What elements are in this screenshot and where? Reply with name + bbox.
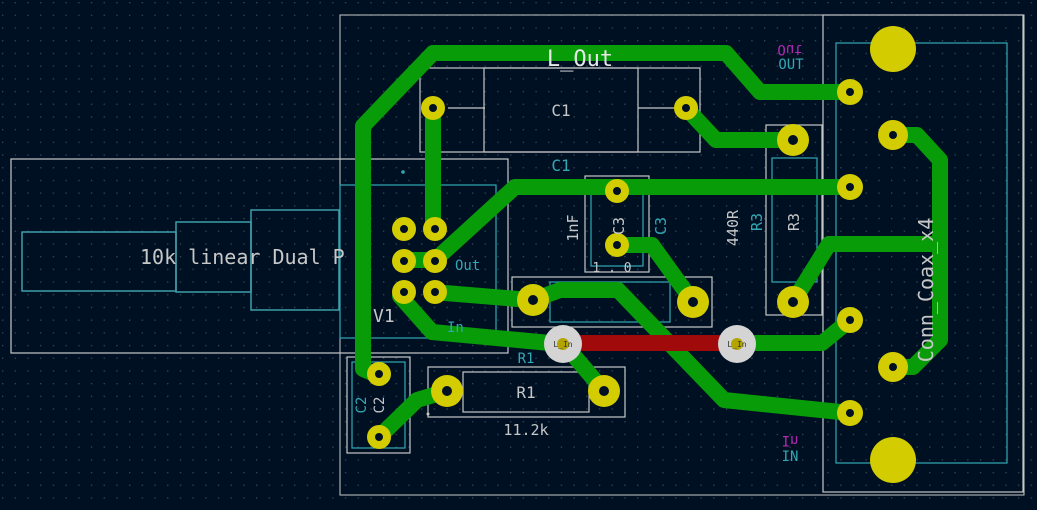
c3-pad-label: 1 . 0 bbox=[592, 261, 631, 276]
net-label-l-out: L_Out bbox=[547, 47, 613, 72]
via-right[interactable] bbox=[718, 325, 756, 363]
r3-ref-fab-label: R3 bbox=[785, 213, 803, 231]
c1-body bbox=[483, 67, 639, 153]
c1-ref-label: C1 bbox=[551, 101, 570, 120]
c1-value-label: C1 bbox=[551, 156, 570, 175]
pot-in-label: In bbox=[447, 320, 464, 336]
r3-ref-silk-label: R3 bbox=[748, 213, 766, 231]
out-mirrored-label: Out bbox=[777, 41, 802, 57]
r1-ref-fab-label: R1 bbox=[518, 351, 535, 367]
in-mirrored-label: In bbox=[782, 432, 799, 448]
in-label: IN bbox=[782, 449, 799, 465]
connector-value-label: Conn_Coax_x4 bbox=[914, 218, 938, 363]
r3-value-label: 440R bbox=[724, 209, 742, 246]
silk-dot bbox=[401, 170, 405, 174]
via-left[interactable] bbox=[544, 325, 582, 363]
c3-outline bbox=[584, 175, 650, 273]
c2-ref-fab-label: C2 bbox=[372, 397, 388, 414]
r3-fab bbox=[771, 157, 818, 283]
pads bbox=[367, 26, 916, 483]
potentiometer-fab bbox=[21, 184, 497, 339]
pot-ref-label: V1 bbox=[373, 306, 395, 327]
out-label: OUT bbox=[778, 57, 804, 73]
c3-value-label: 1nF bbox=[564, 214, 582, 241]
c3-ref-silk-label: C3 bbox=[610, 217, 628, 235]
via-left-label: L_In bbox=[553, 340, 572, 349]
c2-ref-silk-label: C2 bbox=[354, 397, 370, 414]
r1-value-label: 11.2k bbox=[503, 421, 548, 439]
via-right-label: L_In bbox=[727, 340, 746, 349]
r1-ref-silk-label: R1 bbox=[516, 383, 535, 402]
drill-holes bbox=[375, 88, 897, 441]
c3-ref-fab-label: C3 bbox=[652, 217, 670, 235]
pot-out-label: Out bbox=[455, 258, 480, 274]
connector-fab bbox=[835, 42, 1008, 464]
silk-dot-c2 bbox=[426, 412, 430, 416]
pot-value-label: 10k linear Dual P bbox=[140, 245, 345, 269]
